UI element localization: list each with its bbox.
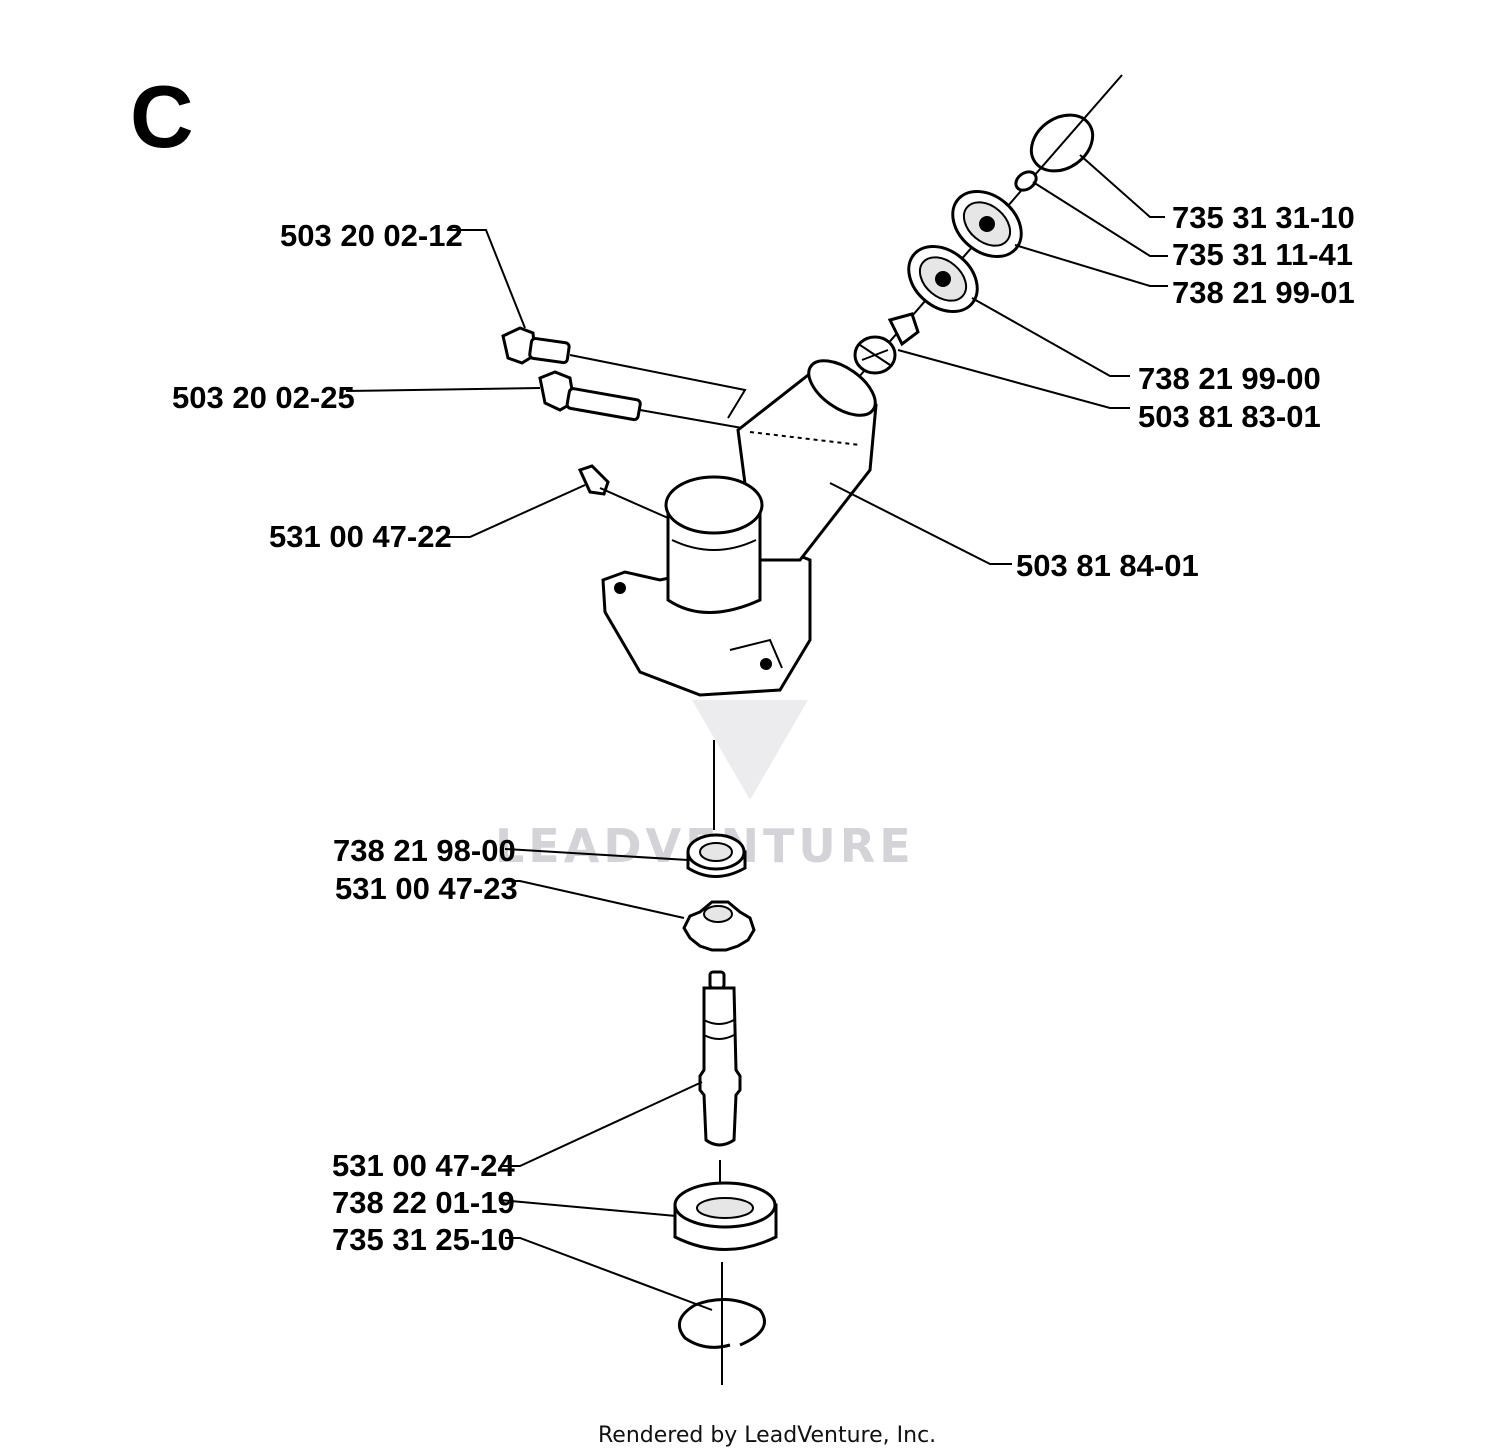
circlip-top [1029, 113, 1095, 173]
grease-fitting [577, 464, 610, 496]
part-label-531-00-47-23: 531 00 47-23 [335, 871, 518, 906]
leader-735-31-11-41 [1032, 181, 1168, 257]
bearing-large [673, 1160, 778, 1251]
part-label-735-31-11-41: 735 31 11-41 [1172, 237, 1353, 272]
part-label-503-81-84-01: 503 81 84-01 [1016, 548, 1199, 583]
leader-lines [345, 154, 1168, 1311]
leader-531-00-47-22 [445, 484, 586, 538]
leader-738-22-01-19 [499, 1199, 677, 1217]
bevel-gear [682, 900, 756, 952]
part-label-735-31-31-10: 735 31 31-10 [1172, 200, 1355, 235]
leader-735-31-31-10 [1079, 154, 1165, 218]
bearing-lower [907, 244, 979, 314]
circlip-bottom [677, 1262, 766, 1385]
part-label-738-21-99-01: 738 21 99-01 [1172, 275, 1355, 310]
bolt-guide-line-upper [569, 354, 747, 419]
output-shaft [698, 970, 742, 1147]
leader-738-21-99-01 [1014, 244, 1168, 287]
part-label-531-00-47-24: 531 00 47-24 [332, 1148, 515, 1183]
leader-531-00-47-23 [505, 880, 685, 919]
part-label-531-00-47-22: 531 00 47-22 [269, 519, 452, 554]
bolt-guide-line-lower [639, 409, 743, 429]
leader-531-00-47-24 [500, 1081, 703, 1167]
pinion-gear [853, 312, 920, 375]
part-label-738-21-99-00: 738 21 99-00 [1138, 361, 1321, 396]
bearing-upper [951, 189, 1023, 259]
footer-credit: Rendered by LeadVenture, Inc. [598, 1423, 936, 1448]
part-label-738-21-98-00: 738 21 98-00 [333, 833, 516, 868]
leader-738-21-99-00 [971, 297, 1130, 377]
washer-small [1014, 170, 1038, 192]
part-label-503-20-02-12: 503 20 02-12 [280, 218, 463, 253]
leader-531-00-47-22-b [599, 487, 669, 519]
bolt-lower [538, 370, 642, 422]
needle-bearing [686, 833, 747, 878]
part-label-503-20-02-25: 503 20 02-25 [172, 380, 355, 415]
part-label-738-22-01-19: 738 22 01-19 [332, 1185, 515, 1220]
leader-738-21-98-00 [504, 848, 689, 861]
leader-503-81-83-01 [897, 349, 1130, 409]
leader-503-20-02-12 [450, 229, 526, 329]
bolt-upper [501, 326, 571, 365]
part-label-503-81-83-01: 503 81 83-01 [1138, 399, 1321, 434]
watermark-logo-icon [692, 700, 808, 800]
section-letter: C [130, 67, 194, 166]
part-labels: 503 20 02-12 503 20 02-25 531 00 47-22 7… [172, 200, 1355, 1257]
leader-503-20-02-25 [345, 387, 541, 392]
leader-735-31-25-10 [505, 1237, 713, 1311]
part-label-735-31-25-10: 735 31 25-10 [332, 1222, 515, 1257]
gear-housing [601, 359, 878, 697]
leader-503-81-84-01 [829, 482, 1012, 565]
